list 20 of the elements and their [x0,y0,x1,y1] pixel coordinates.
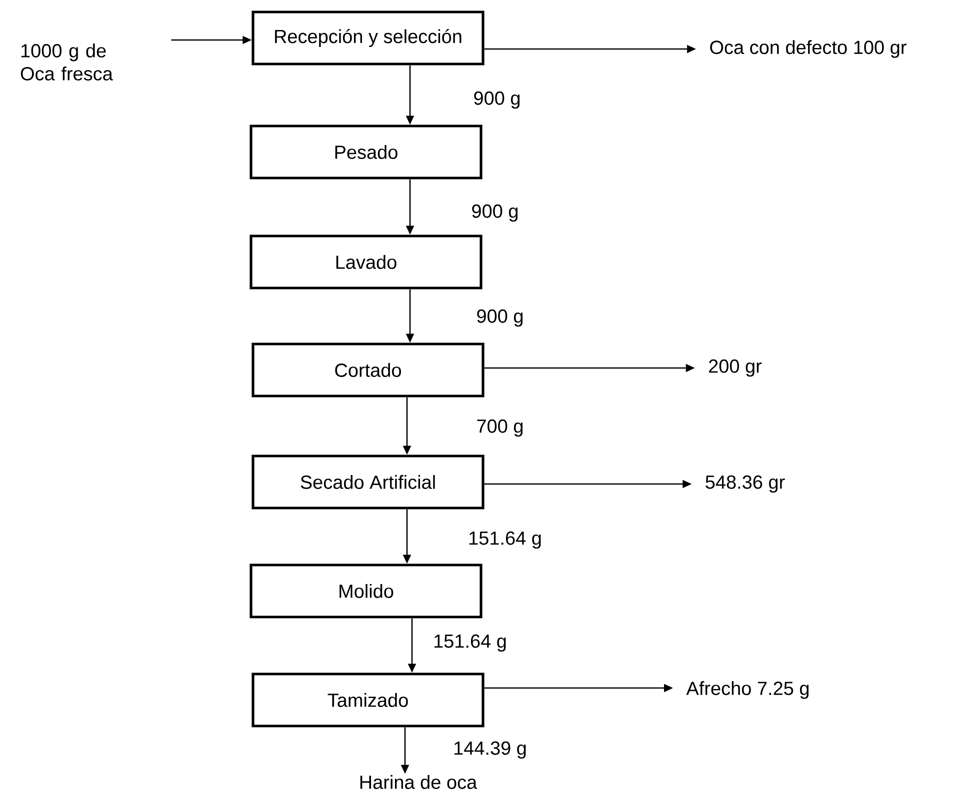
stream-text: Harina de oca [360,775,478,789]
edge-label: 900 g [474,91,520,109]
edge-label: 900 g [472,204,518,222]
edge-label: 900 g [477,309,523,327]
stream-text: Oca con defecto 100 gr [710,40,906,58]
edge-label: 700 g [477,419,523,437]
stream-text: 548.36 gr [706,475,785,493]
edge-label: 144.39 g [454,741,526,759]
process-box: Secado Artificial [252,454,484,510]
process-box: Tamizado [252,672,484,728]
stream-text: 1000 g de Oca fresca [20,44,113,80]
process-box: Molido [250,564,482,618]
stream-text: Afrecho 7.25 g [686,681,809,699]
edge-label: 151.64 g [469,531,541,549]
stream-text: 200 gr [709,359,762,377]
edge-label: 151.64 g [434,634,506,652]
process-box: Lavado [250,234,482,290]
process-box: Cortado [252,342,484,398]
process-box: Recepción y selección [252,10,484,66]
process-box: Pesado [250,124,482,180]
